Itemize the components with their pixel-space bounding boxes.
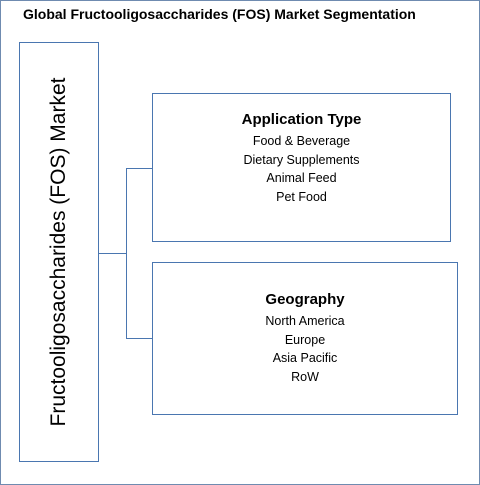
- segment-box-geography: Geography North America Europe Asia Paci…: [152, 262, 458, 415]
- segment-item: Pet Food: [276, 189, 327, 204]
- segment-item: Dietary Supplements: [243, 152, 360, 167]
- segment-item: Europe: [284, 332, 326, 347]
- market-label: Fructooligosaccharides (FOS) Market: [47, 77, 70, 427]
- segment-item: Asia Pacific: [272, 351, 338, 365]
- segment-item: RoW: [291, 369, 319, 384]
- segment-box-application-type: Application Type Food & Beverage Dietary…: [152, 93, 451, 242]
- connector-branch-application: [126, 168, 152, 169]
- market-box: [19, 42, 99, 462]
- connector-branch-geography: [126, 338, 152, 339]
- connector-vertical: [126, 168, 127, 339]
- segment-title-application-type: Application Type: [241, 111, 362, 128]
- segment-item: North America: [265, 314, 345, 328]
- segment-item: Animal Feed: [266, 171, 337, 185]
- segment-title-geography: Geography: [265, 291, 345, 308]
- connector-trunk: [99, 253, 126, 254]
- diagram-title: Global Fructooligosaccharides (FOS) Mark…: [23, 6, 416, 22]
- segment-item: Food & Beverage: [252, 134, 351, 148]
